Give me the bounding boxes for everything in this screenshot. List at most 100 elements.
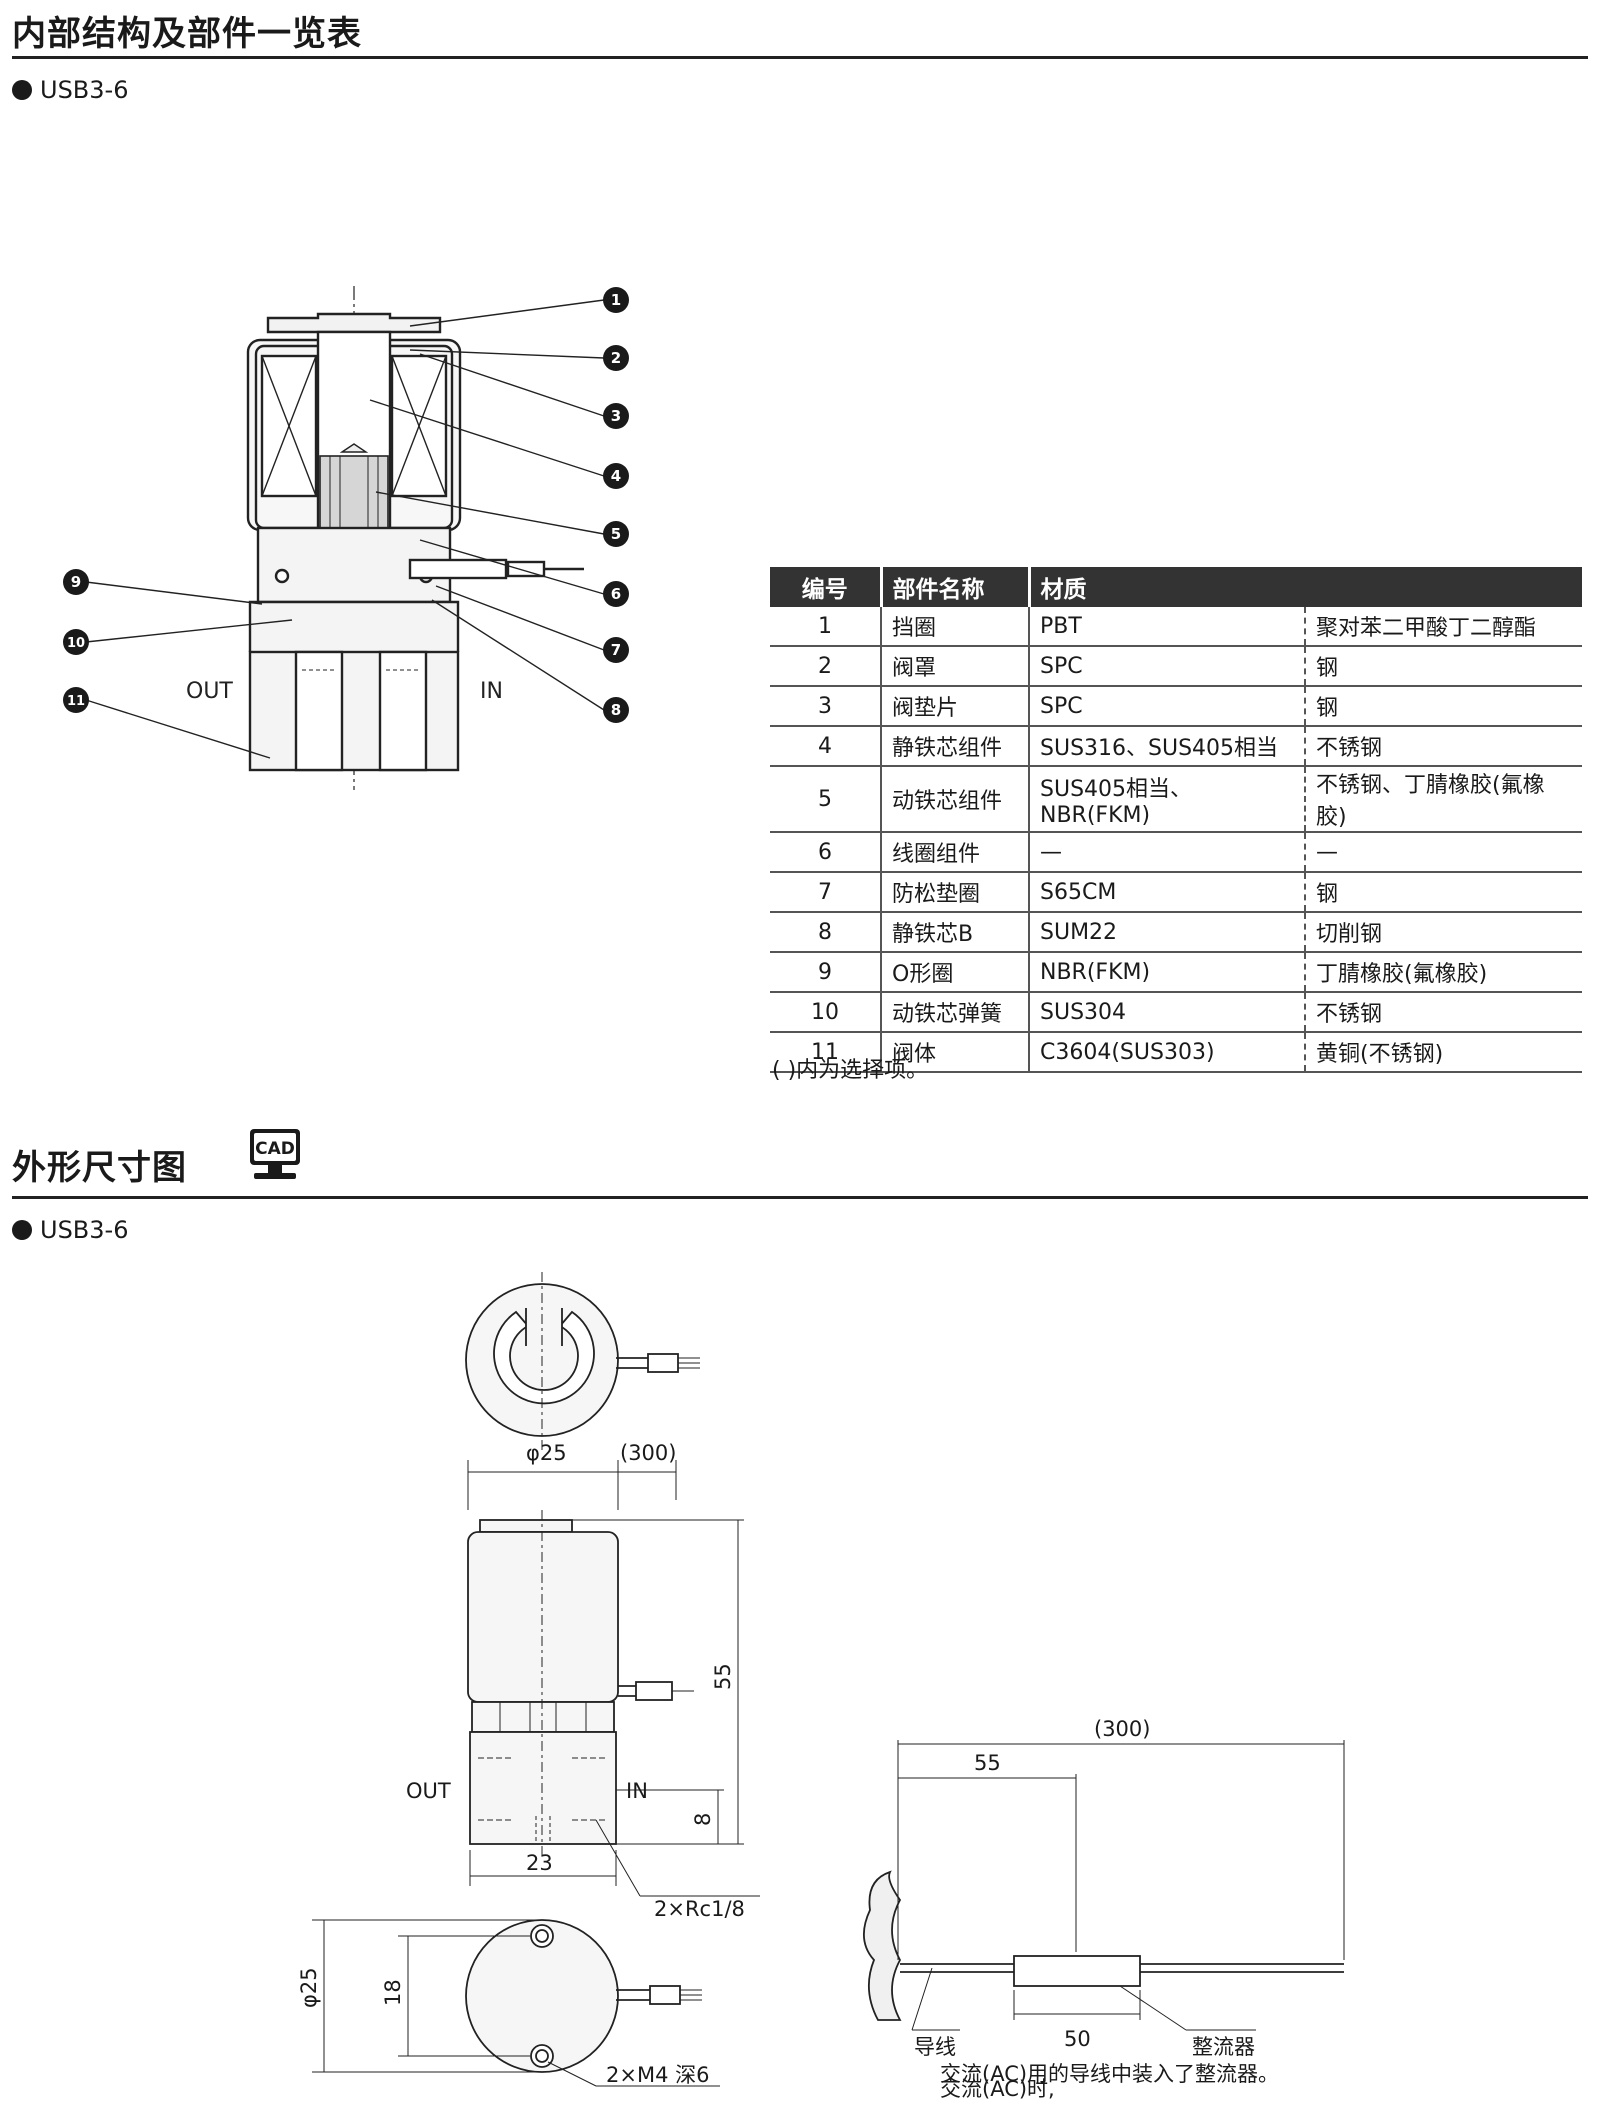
- callout-9: 9: [71, 573, 81, 591]
- part-material-cn: 切削钢: [1305, 912, 1582, 953]
- part-material: SPC: [1029, 686, 1306, 727]
- part-number: 6: [770, 832, 882, 873]
- part-material: PBT: [1029, 607, 1306, 647]
- rectifier-label: 整流器: [1192, 2035, 1255, 2059]
- part-name: 挡圈: [881, 607, 1030, 647]
- part-material: NBR(FKM): [1029, 952, 1306, 993]
- table-note: ( )内为选择项。: [772, 1058, 929, 1083]
- rectifier-length: 50: [1064, 2027, 1091, 2051]
- part-number: 5: [770, 766, 882, 833]
- section2-model-label: USB3-6: [40, 1216, 129, 1244]
- part-name: 阀罩: [881, 646, 1030, 687]
- dim-bottom-diameter: φ25: [297, 1967, 321, 2008]
- part-material: C3604(SUS303): [1029, 1032, 1306, 1073]
- part-material-cn: 钢: [1305, 872, 1582, 913]
- part-material: —: [1029, 832, 1306, 873]
- part-material-cn: 聚对苯二甲酸丁二醇酯: [1305, 607, 1582, 647]
- part-material-cn: 不锈钢: [1305, 726, 1582, 767]
- port-in-label: IN: [480, 679, 503, 704]
- part-name: 动铁芯组件: [881, 766, 1030, 833]
- dim-port-height: 8: [691, 1813, 715, 1826]
- lead-note-2: 交流(AC)用的导线中装入了整流器。: [940, 2062, 1280, 2086]
- part-material-cn: 不锈钢: [1305, 992, 1582, 1033]
- section2-model: USB3-6: [12, 1216, 128, 1244]
- dim-port-in: IN: [626, 1779, 648, 1803]
- part-material-cn: 丁腈橡胶(氟橡胶): [1305, 952, 1582, 993]
- callout-6: 6: [611, 585, 621, 603]
- part-name: 静铁芯B: [881, 912, 1030, 953]
- part-material: SUM22: [1029, 912, 1306, 953]
- bullet-icon: [12, 80, 32, 100]
- part-material-cn: 钢: [1305, 646, 1582, 687]
- callout-2: 2: [611, 349, 621, 367]
- part-material-cn: 不锈钢、丁腈橡胶(氟橡胶): [1305, 766, 1582, 833]
- part-number: 11: [770, 1032, 882, 1073]
- section1-rule: [12, 56, 1588, 59]
- part-number: 9: [770, 952, 882, 993]
- lead-note-1: 交流(AC)时,: [940, 2077, 1055, 2101]
- dim-width: 23: [526, 1851, 553, 1875]
- part-name: 线圈组件: [881, 832, 1030, 873]
- dim-port-out: OUT: [406, 1779, 451, 1803]
- part-name: O形圈: [881, 952, 1030, 993]
- part-number: 7: [770, 872, 882, 913]
- cad-label: CAD: [255, 1139, 295, 1159]
- part-name: 阀体: [881, 1032, 1030, 1073]
- callout-4: 4: [611, 467, 621, 485]
- callout-3: 3: [611, 407, 621, 425]
- part-material: SUS405相当、NBR(FKM): [1029, 766, 1306, 833]
- lead-total: (300): [1094, 1717, 1150, 1741]
- part-material: SUS304: [1029, 992, 1306, 1033]
- part-material-cn: —: [1305, 832, 1582, 873]
- dim-mount-thread: 2×M4 深6: [606, 2063, 709, 2087]
- part-number: 4: [770, 726, 882, 767]
- part-material-cn: 钢: [1305, 686, 1582, 727]
- callout-8: 8: [611, 701, 621, 719]
- callout-10: 10: [67, 636, 85, 651]
- part-number: 1: [770, 607, 882, 647]
- part-number: 2: [770, 646, 882, 687]
- section2-title: 外形尺寸图: [12, 1148, 187, 1188]
- part-material: S65CM: [1029, 872, 1306, 913]
- bullet-icon: [12, 1220, 32, 1240]
- callout-11: 11: [67, 694, 85, 709]
- section1-title: 内部结构及部件一览表: [12, 14, 362, 54]
- part-number: 8: [770, 912, 882, 953]
- dim-port-thread: 2×Rc1/8: [654, 1897, 745, 1921]
- cross-section-diagram: 1 2 3 4 5 6 7 8 9 10 11 OUT IN: [63, 286, 629, 790]
- part-material-cn: 黄铜(不锈钢): [1305, 1032, 1582, 1073]
- header-material: 材质: [1027, 567, 1582, 607]
- part-name: 阀垫片: [881, 686, 1030, 727]
- callout-5: 5: [611, 525, 621, 543]
- dim-diameter: φ25: [526, 1441, 567, 1465]
- dim-lead: (300): [620, 1441, 676, 1465]
- header-name: 部件名称: [879, 567, 1029, 607]
- lead-label: 导线: [914, 2035, 956, 2059]
- parts-table-header: 编号 部件名称 材质: [770, 567, 1582, 607]
- section1-model-label: USB3-6: [40, 76, 129, 104]
- dimension-drawing: φ25 (300) 55 8 23 2×Rc1/8 φ25 18 2×M4 深6…: [297, 1272, 1345, 2101]
- part-name: 动铁芯弹簧: [881, 992, 1030, 1033]
- section2-rule: [12, 1196, 1588, 1199]
- callout-1: 1: [611, 291, 621, 309]
- cad-icon: CAD: [250, 1129, 300, 1179]
- header-no: 编号: [770, 567, 881, 607]
- part-material: SPC: [1029, 646, 1306, 687]
- port-out-label: OUT: [186, 679, 233, 704]
- section1-model: USB3-6: [12, 76, 128, 104]
- part-material: SUS316、SUS405相当: [1029, 726, 1306, 767]
- dim-height: 55: [711, 1663, 735, 1690]
- part-number: 3: [770, 686, 882, 727]
